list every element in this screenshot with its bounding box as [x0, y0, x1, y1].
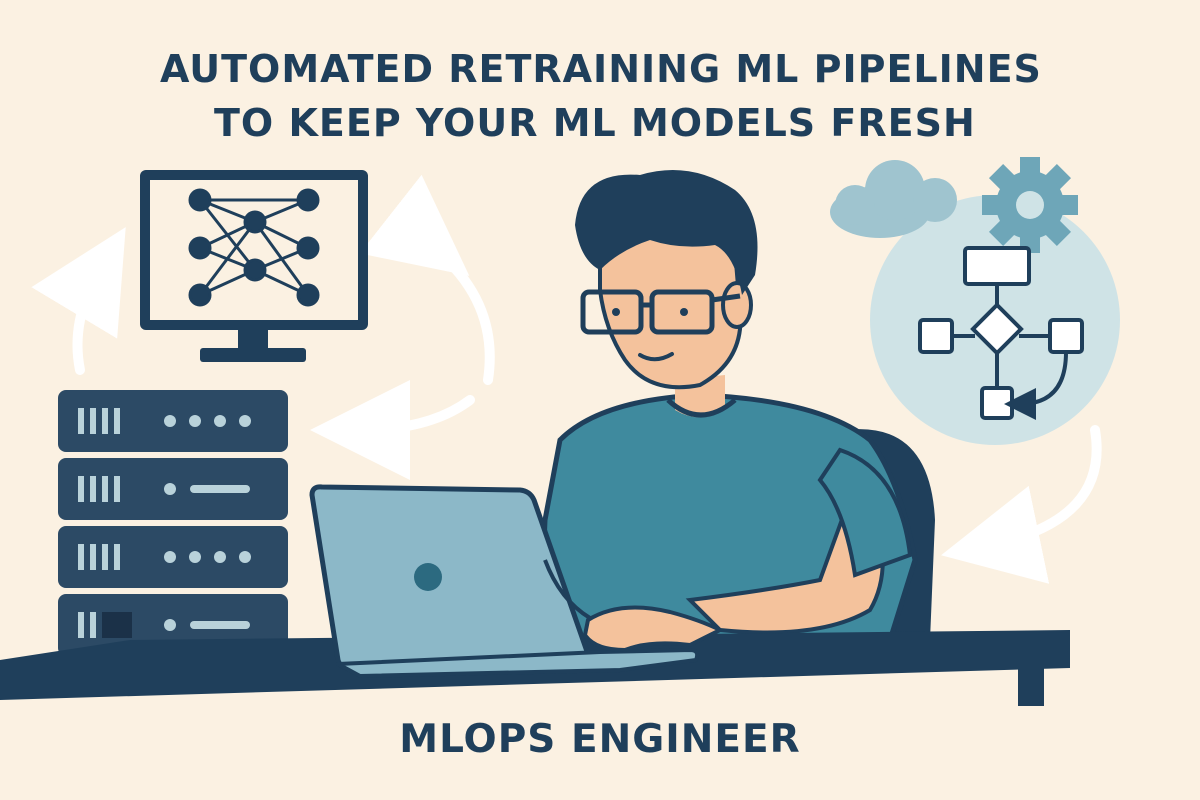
server-rack	[58, 390, 288, 656]
engineer-person	[537, 170, 918, 643]
headline-line-2: TO KEEP YOUR ML MODELS FRESH	[214, 101, 976, 145]
role-caption: MLOPS ENGINEER	[399, 717, 801, 762]
hands	[582, 605, 725, 653]
server-unit-2	[58, 458, 288, 520]
cycle-arrow-right	[941, 425, 1102, 584]
cycle-arrow-left	[31, 227, 126, 375]
retraining-cycle-arrows	[31, 174, 1102, 584]
cloud-icon	[830, 160, 957, 238]
headline: AUTOMATED RETRAINING ML PIPELINES TO KEE…	[0, 42, 1200, 150]
flowchart-icon	[918, 246, 1084, 420]
cycle-arrow-middle	[310, 379, 475, 480]
pipeline-badge	[830, 157, 1120, 445]
laptop	[309, 484, 725, 678]
glasses-icon	[580, 289, 741, 335]
server-unit-3	[58, 526, 288, 588]
hair	[575, 170, 758, 295]
gear-icon	[982, 157, 1078, 253]
monitor	[140, 170, 368, 362]
server-unit-1	[58, 390, 288, 452]
cycle-arrow-top	[359, 174, 495, 385]
neural-network-icon	[188, 188, 320, 307]
laptop-logo-icon	[414, 563, 442, 591]
headline-line-1: AUTOMATED RETRAINING ML PIPELINES	[160, 47, 1042, 91]
